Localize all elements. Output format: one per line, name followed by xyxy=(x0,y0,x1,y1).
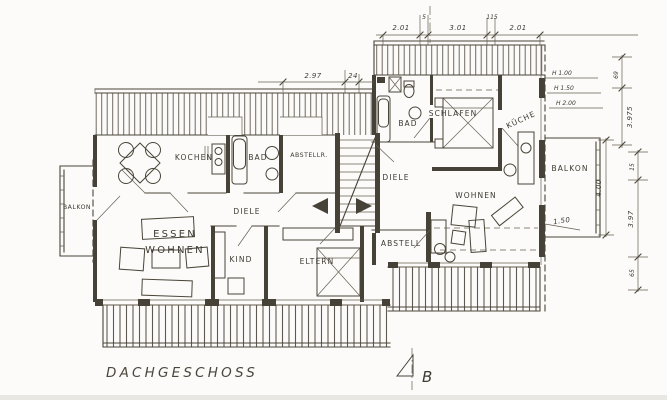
dim-1-50: 1.50 xyxy=(553,216,571,226)
left-apartment-walls xyxy=(93,135,390,306)
dim-24: 24 xyxy=(348,72,358,80)
room-label-wohnen-right: WOHNEN xyxy=(455,191,497,200)
wohnen-seating xyxy=(430,196,524,263)
hall-closet xyxy=(282,227,354,241)
roof-hatch-bands xyxy=(94,40,545,348)
room-label-bad-left: BAD xyxy=(248,153,267,162)
dim-115: 115 xyxy=(486,14,498,21)
dim-2-97: 2.97 xyxy=(304,72,321,80)
room-label-kueche: KÜCHE xyxy=(505,109,537,130)
entry-arrow-left xyxy=(312,198,328,214)
right-apartment-walls xyxy=(371,44,546,313)
page-edge-shadow xyxy=(0,395,667,400)
kitchen-stove xyxy=(204,143,226,175)
left-apartment-furniture xyxy=(118,135,361,298)
dim-65: 65 xyxy=(629,269,636,277)
dim-69: 69 xyxy=(613,71,620,79)
sofa-group xyxy=(118,216,210,298)
room-label-abstellraum: ABSTELLR. xyxy=(290,152,327,159)
dim-4-00: 4.00 xyxy=(595,179,603,196)
dim-3-975: 3.975 xyxy=(626,106,634,128)
dim-h-150: H 1.50 xyxy=(554,85,574,92)
kind-table xyxy=(227,277,245,295)
plan-title: DACHGESCHOSS xyxy=(106,365,258,381)
room-label-bad-right: BAD xyxy=(398,119,417,128)
section-flag-icon xyxy=(395,353,414,377)
toilet-left xyxy=(265,167,279,181)
room-label-kind: KIND xyxy=(230,255,253,264)
room-label-essen: ESSEN xyxy=(153,229,197,240)
bed-eltern xyxy=(316,247,361,297)
dining-table-set xyxy=(118,142,161,184)
dim-2-01-a: 2.01 xyxy=(392,24,409,32)
room-label-diele-right: DIELE xyxy=(382,173,409,182)
dim-3-97: 3.97 xyxy=(627,210,635,227)
room-label-eltern: ELTERN xyxy=(300,257,335,266)
section-marker-label: B xyxy=(422,368,432,386)
kitchen-counter xyxy=(503,131,535,185)
right-apartment-furniture xyxy=(376,80,535,263)
sink-right xyxy=(408,106,422,120)
dim-15: 15 xyxy=(629,163,636,171)
room-label-schlafen: SCHLAFEN xyxy=(429,109,478,118)
right-apartment-labels: BAD SCHLAFEN KÜCHE DIELE WOHNEN ABSTELL xyxy=(381,109,537,248)
staircase xyxy=(312,133,380,233)
room-label-abstell: ABSTELL xyxy=(381,239,421,248)
toilet-right xyxy=(403,80,415,98)
room-label-wohnen: WOHNEN xyxy=(145,245,205,256)
bathtub-right xyxy=(376,95,391,143)
kind-closet xyxy=(213,231,226,279)
sink-left xyxy=(265,146,279,160)
left-apartment-labels: ESSEN WOHNEN KOCHEN BAD DIELE ABSTELLR. … xyxy=(145,152,335,266)
dim-h-200: H 2.00 xyxy=(556,100,576,107)
dim-3-01: 3.01 xyxy=(449,24,466,32)
section-markers: B xyxy=(395,6,432,392)
room-label-balkon-left: BALKON xyxy=(63,204,91,211)
room-label-balkon-right: BALKON xyxy=(551,164,588,173)
entry-arrow-right xyxy=(356,198,372,214)
right-balcony: BALKON 1.50 xyxy=(544,137,601,238)
left-balcony: BALKON xyxy=(59,159,96,263)
dim-5: 5 xyxy=(422,14,426,21)
dim-2-01-b: 2.01 xyxy=(509,24,526,32)
dim-h-100: H 1.00 xyxy=(552,70,572,77)
room-label-diele-left: DIELE xyxy=(233,207,260,216)
dimension-annotations: 2.97 24 2.01 5 3.01 115 2.01 H 1.00 H 1.… xyxy=(258,14,648,294)
room-label-kochen: KOCHEN xyxy=(175,153,213,162)
bathtub-left xyxy=(231,135,248,185)
bed-schlafen xyxy=(434,97,494,149)
